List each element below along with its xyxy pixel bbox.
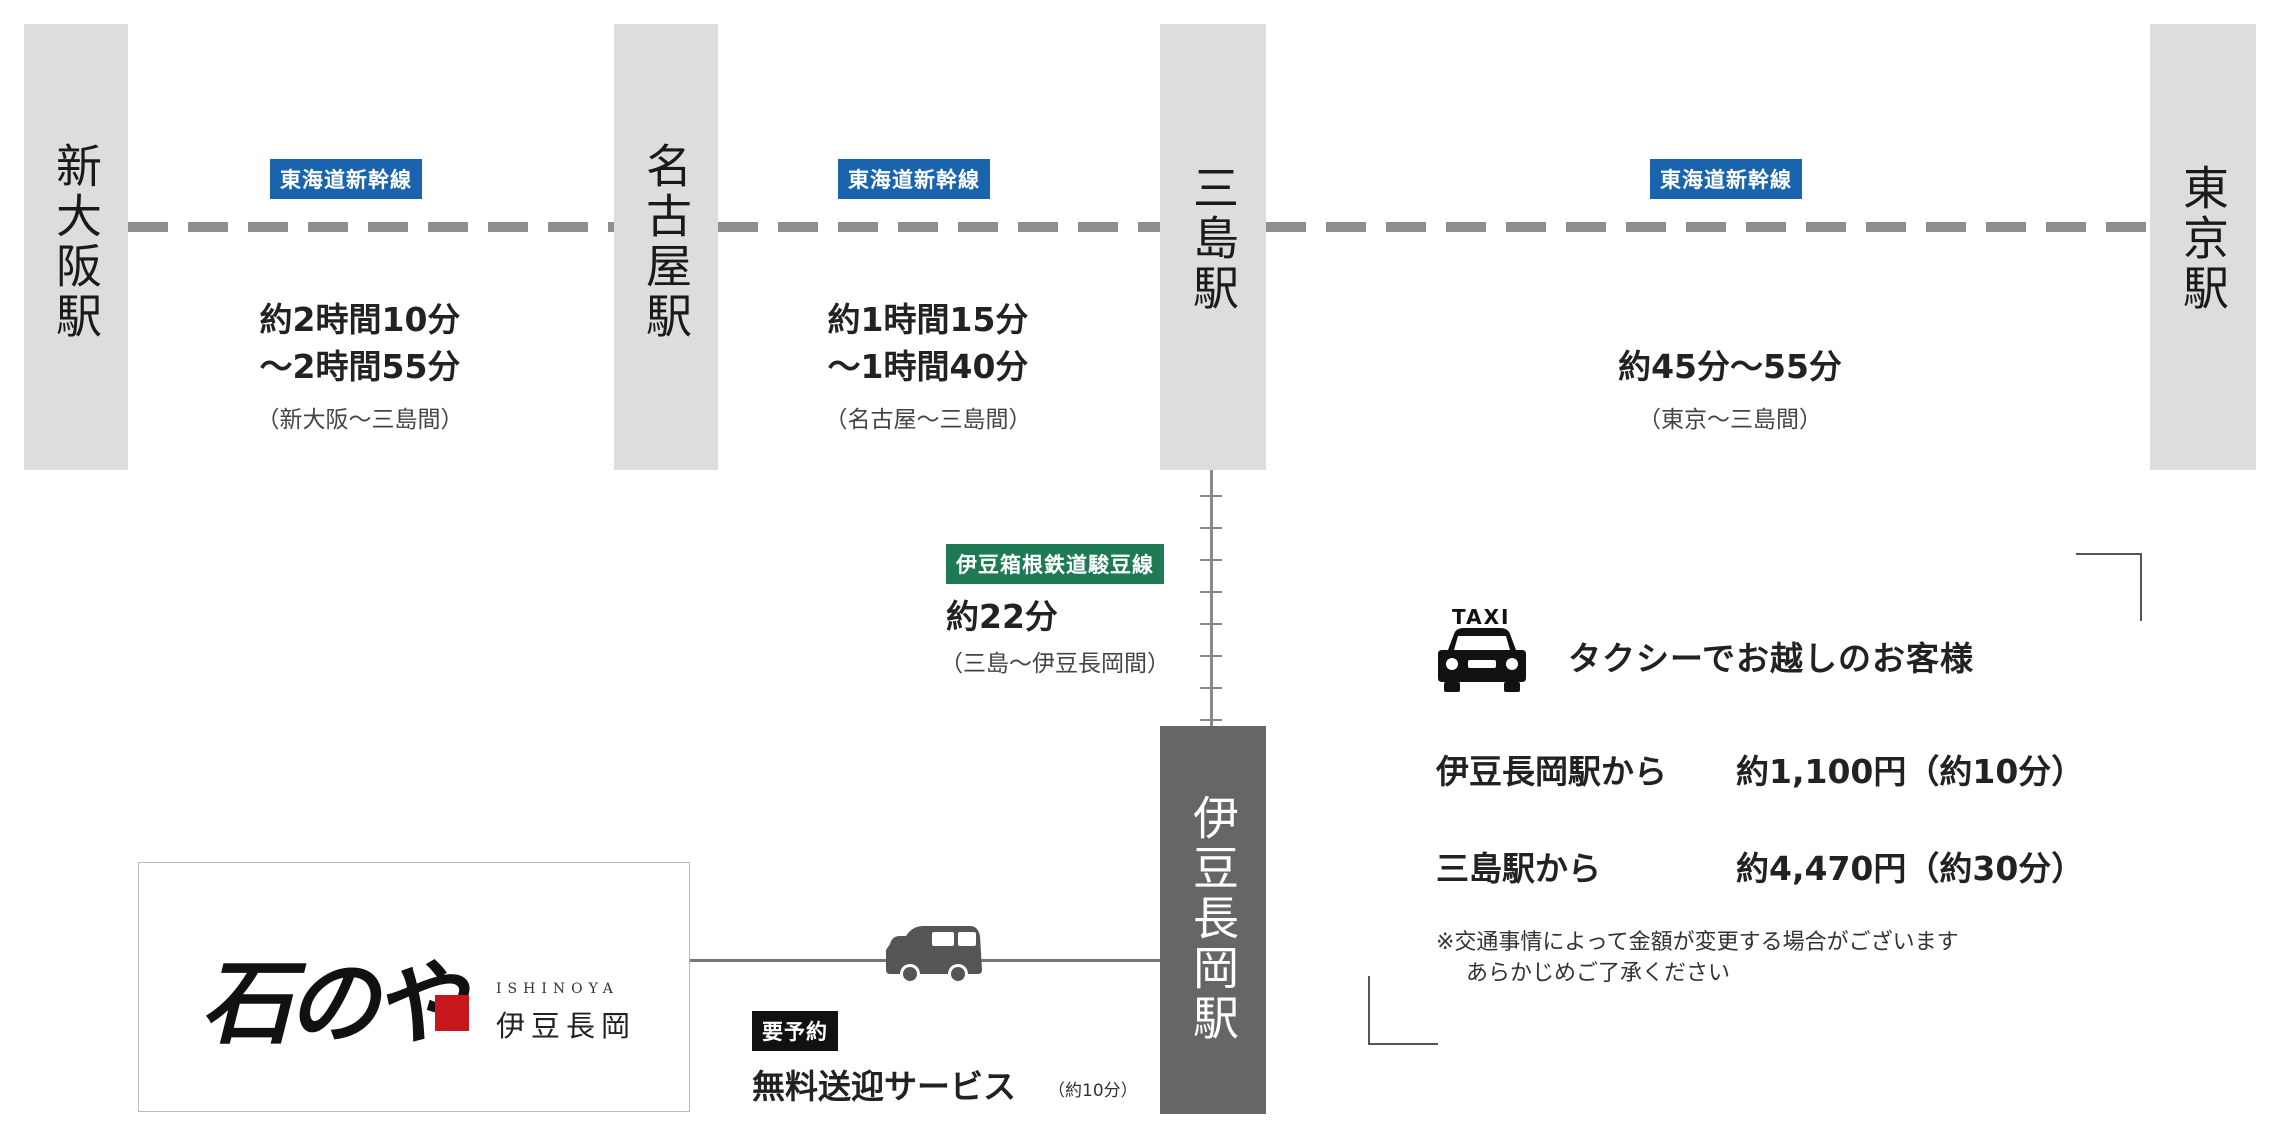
shuttle-reservation-badge: 要予約 bbox=[752, 1011, 838, 1051]
station-izu-nagaoka: 伊豆長岡駅 bbox=[1160, 726, 1266, 1114]
taxi-row-from-label: 三島駅から bbox=[1436, 849, 1601, 888]
station-shin-osaka-label: 新大阪駅 bbox=[49, 142, 103, 342]
local-line-badge: 伊豆箱根鉄道駿豆線 bbox=[946, 544, 1164, 584]
station-nagoya-label: 名古屋駅 bbox=[639, 142, 693, 342]
station-nagoya: 名古屋駅 bbox=[614, 24, 718, 470]
segment-time-osaka: 約2時間10分 〜2時間55分 bbox=[228, 296, 492, 390]
taxi-row-fare-izu-nagaoka: 約1,100円（約10分） bbox=[1736, 752, 2085, 791]
hotel-logo-calligraphy: 石のや bbox=[201, 949, 465, 1057]
line-badge-osaka-nagoya: 東海道新幹線 bbox=[270, 159, 422, 199]
segment-time-tokyo: 約45分〜55分 bbox=[1618, 347, 1842, 386]
taxi-icon bbox=[1438, 628, 1526, 692]
shuttle-label: 無料送迎サービス bbox=[752, 1067, 1016, 1106]
station-tokyo: 東京駅 bbox=[2150, 24, 2256, 470]
segment-time-osaka-line2: 〜2時間55分 bbox=[259, 347, 461, 386]
taxi-row-fare-mishima: 約4,470円（約30分） bbox=[1736, 849, 2085, 888]
taxi-row-from-izu-nagaoka: 伊豆長岡駅から bbox=[1436, 745, 1667, 793]
line-badge-nagoya-mishima: 東海道新幹線 bbox=[838, 159, 990, 199]
local-rail-ties bbox=[1200, 495, 1222, 725]
local-line-time: 約22分 bbox=[946, 597, 1058, 636]
taxi-note-line1: ※交通事情によって金額が変更する場合がございます bbox=[1436, 930, 1959, 955]
taxi-note-line2: あらかじめご了承ください bbox=[1466, 961, 1731, 986]
hotel-logo-seal bbox=[435, 995, 469, 1031]
station-shin-osaka: 新大阪駅 bbox=[24, 24, 128, 470]
taxi-row-from-label: 伊豆長岡駅から bbox=[1436, 752, 1667, 791]
taxi-note: ※交通事情によって金額が変更する場合がございます あらかじめご了承ください bbox=[1436, 927, 1959, 989]
station-mishima-label: 三島駅 bbox=[1186, 164, 1240, 314]
hotel-location: 伊豆長岡 bbox=[496, 1009, 637, 1043]
shinkansen-rail-nagoya-mishima bbox=[718, 222, 1160, 232]
station-izu-nagaoka-label: 伊豆長岡駅 bbox=[1186, 794, 1240, 1044]
segment-note-nagoya: （名古屋〜三島間） bbox=[824, 407, 1032, 433]
segment-time-osaka-line1: 約2時間10分 bbox=[259, 300, 461, 339]
hotel-roman-name: ISHINOYA bbox=[496, 981, 619, 997]
taxi-title: タクシーでお越しのお客様 bbox=[1568, 639, 1975, 678]
shuttle-time: （約10分） bbox=[1048, 1081, 1138, 1101]
segment-time-nagoya-line1: 約1時間15分 bbox=[827, 300, 1029, 339]
car-icon bbox=[886, 926, 982, 984]
hotel-logo-box: 石のや ISHINOYA 伊豆長岡 bbox=[138, 862, 690, 1112]
shinkansen-rail-mishima-tokyo bbox=[1266, 222, 2150, 232]
taxi-frame-top-right bbox=[2076, 553, 2142, 621]
segment-note-osaka: （新大阪〜三島間） bbox=[256, 407, 464, 433]
station-tokyo-label: 東京駅 bbox=[2176, 164, 2230, 314]
taxi-row-from-mishima: 三島駅から bbox=[1436, 842, 1601, 890]
shinkansen-rail-osaka-nagoya bbox=[128, 222, 614, 232]
segment-time-nagoya: 約1時間15分 〜1時間40分 bbox=[796, 296, 1060, 390]
segment-time-nagoya-line2: 〜1時間40分 bbox=[827, 347, 1029, 386]
station-mishima: 三島駅 bbox=[1160, 24, 1266, 470]
local-line-note: （三島〜伊豆長岡間） bbox=[940, 651, 1170, 677]
taxi-frame-bottom-left bbox=[1368, 976, 1438, 1045]
segment-note-tokyo: （東京〜三島間） bbox=[1638, 407, 1822, 433]
line-badge-mishima-tokyo: 東海道新幹線 bbox=[1650, 159, 1802, 199]
taxi-sign-text: TAXI bbox=[1452, 605, 1511, 629]
